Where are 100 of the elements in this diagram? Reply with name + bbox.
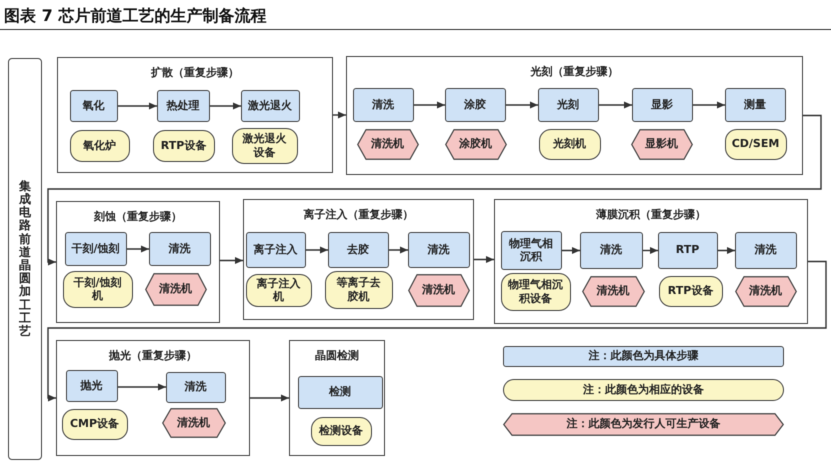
arrow bbox=[562, 247, 580, 254]
equipment-pill bbox=[538, 128, 600, 160]
arrow bbox=[333, 112, 346, 118]
equipment-label: 光刻机 bbox=[553, 137, 586, 151]
arrow bbox=[718, 247, 735, 254]
legend-text: 注：此颜色为发行人可生产设备 bbox=[566, 416, 720, 432]
step-box bbox=[580, 232, 642, 268]
equipment-label: 离子注入机 bbox=[256, 276, 302, 304]
arrow bbox=[118, 102, 157, 110]
step-label: 清洗 bbox=[184, 380, 206, 394]
equipment-pill bbox=[658, 276, 722, 306]
equipment-hexagon bbox=[444, 128, 506, 160]
step-label: 去胶 bbox=[347, 242, 369, 256]
stage-frame bbox=[56, 201, 220, 323]
equipment-pill bbox=[246, 274, 312, 306]
step-label: 检测 bbox=[329, 385, 351, 399]
stage-title: 抛光（重复步骤） bbox=[109, 348, 197, 364]
step-label: 热处理 bbox=[166, 98, 200, 112]
equipment-pill bbox=[62, 270, 132, 308]
equipment-pill bbox=[152, 130, 214, 162]
equipment-label: 物理气相沉积设备 bbox=[508, 278, 564, 305]
stage-title: 离子注入（重复步骤） bbox=[304, 207, 414, 223]
step-box bbox=[500, 230, 562, 270]
equipment-hexagon bbox=[408, 274, 470, 306]
legend-text: 注：此颜色为相应的设备 bbox=[583, 382, 704, 398]
equipment-label: 清洗机 bbox=[159, 282, 192, 296]
stage-frame bbox=[243, 199, 474, 320]
equipment-label: 检测设备 bbox=[319, 424, 363, 438]
equipment-label: 清洗机 bbox=[371, 137, 404, 151]
equipment-label: CMP设备 bbox=[70, 417, 120, 431]
stage-title: 光刻（重复步骤） bbox=[530, 64, 618, 80]
step-box bbox=[66, 370, 118, 402]
equipment-label: 显影机 bbox=[645, 137, 678, 151]
equipment-pill bbox=[310, 416, 372, 446]
step-label: 干刻/蚀刻 bbox=[71, 242, 120, 256]
equipment-pill bbox=[500, 272, 570, 310]
arrow bbox=[250, 394, 289, 402]
stage-frame bbox=[346, 56, 803, 175]
vertical-label: 集成电路前道晶圆加工工艺 bbox=[19, 180, 31, 338]
arrow bbox=[210, 102, 241, 110]
equipment-hexagon bbox=[734, 276, 796, 306]
step-box bbox=[632, 88, 692, 122]
equipment-label: RTP设备 bbox=[160, 138, 206, 152]
arrow bbox=[127, 246, 149, 252]
step-box bbox=[408, 232, 470, 268]
step-box bbox=[658, 232, 718, 268]
step-box bbox=[538, 88, 598, 122]
equipment-label: 氧化炉 bbox=[83, 138, 116, 152]
stage-frame bbox=[56, 340, 250, 456]
stage-frame bbox=[494, 199, 808, 324]
equipment-label: 清洗机 bbox=[177, 416, 210, 430]
step-label: 清洗 bbox=[372, 98, 394, 112]
step-box bbox=[724, 88, 786, 122]
step-label: 氧化 bbox=[82, 98, 104, 112]
arrow bbox=[643, 247, 658, 254]
step-box bbox=[70, 90, 118, 122]
arrow bbox=[474, 256, 494, 263]
step-box bbox=[148, 232, 210, 266]
step-label: 激光退火 bbox=[248, 98, 292, 112]
equipment-label: 清洗机 bbox=[749, 284, 782, 298]
arrow bbox=[414, 102, 445, 108]
stage-title: 晶圆检测 bbox=[315, 348, 359, 364]
equipment-hexagon bbox=[356, 128, 418, 160]
arrow bbox=[47, 260, 827, 402]
step-box bbox=[246, 232, 306, 268]
arrow bbox=[118, 384, 166, 390]
step-label: 清洗 bbox=[600, 243, 622, 257]
step-box bbox=[156, 90, 210, 122]
arrow bbox=[306, 246, 328, 254]
step-label: 清洗 bbox=[428, 242, 450, 256]
equipment-label: 激光退火设备 bbox=[242, 132, 288, 159]
equipment-hexagon bbox=[630, 128, 692, 160]
stage-title: 扩散（重复步骤） bbox=[151, 65, 239, 81]
equipment-hexagon bbox=[582, 276, 644, 306]
step-label: 清洗 bbox=[168, 242, 190, 256]
step-box bbox=[298, 376, 382, 408]
step-label: 测量 bbox=[744, 98, 766, 112]
step-label: 物理气相沉积 bbox=[508, 236, 554, 264]
step-box bbox=[166, 372, 226, 402]
equipment-pill bbox=[232, 128, 298, 164]
figure-title: 图表 7 芯片前道工艺的生产制备流程 bbox=[4, 5, 266, 27]
equipment-label: RTP设备 bbox=[668, 284, 714, 298]
process-frame bbox=[8, 58, 42, 460]
arrow bbox=[506, 102, 538, 108]
step-label: 涂胶 bbox=[464, 98, 486, 112]
step-label: 离子注入 bbox=[254, 242, 298, 256]
stage-title: 刻蚀（重复步骤） bbox=[94, 209, 182, 225]
equipment-pill bbox=[724, 128, 786, 160]
arrow bbox=[693, 102, 725, 108]
stage-frame bbox=[57, 57, 333, 173]
equipment-label: 等离子去胶机 bbox=[336, 276, 382, 303]
arrow bbox=[220, 257, 243, 264]
stage-frame bbox=[289, 340, 385, 456]
step-box bbox=[64, 232, 126, 266]
step-box bbox=[444, 88, 506, 122]
equipment-pill bbox=[70, 130, 130, 162]
step-label: 清洗 bbox=[754, 243, 776, 257]
equipment-label: 清洗机 bbox=[596, 284, 630, 298]
step-box bbox=[240, 90, 300, 122]
equipment-hexagon bbox=[162, 408, 226, 438]
